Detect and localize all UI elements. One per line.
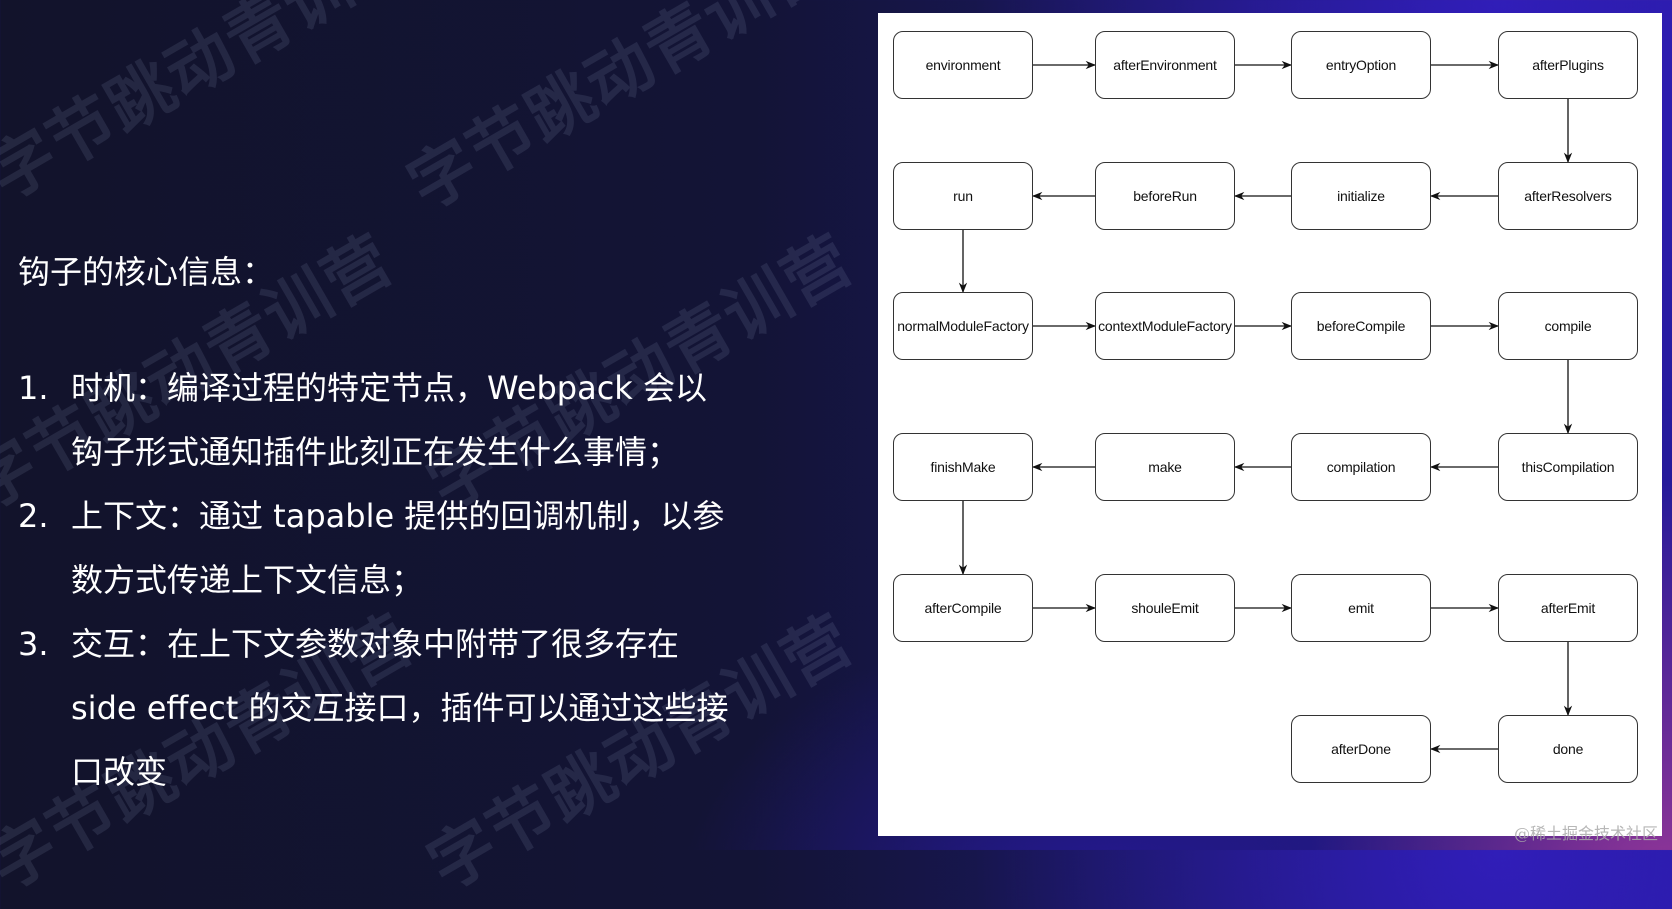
node-make: make [1095,433,1235,501]
node-beforeRun: beforeRun [1095,162,1235,230]
list-line: 时机：编译过程的特定节点，Webpack 会以 [71,369,707,407]
list-number: 3. [18,625,49,663]
node-normalModuleFactory: normalModuleFactory [893,292,1033,360]
node-beforeCompile: beforeCompile [1291,292,1431,360]
node-contextModuleFactory: contextModuleFactory [1095,292,1235,360]
node-afterPlugins: afterPlugins [1498,31,1638,99]
list-number: 1. [18,369,49,407]
node-afterDone: afterDone [1291,715,1431,783]
list-line: 钩子形式通知插件此刻正在发生什么事情； [71,433,680,471]
node-thisCompilation: thisCompilation [1498,433,1638,501]
hook-flow-diagram: environment afterEnvironment entryOption af… [878,13,1662,836]
node-initialize: initialize [1291,162,1431,230]
node-finishMake: finishMake [893,433,1033,501]
list-number: 2. [18,497,49,535]
list-line: 交互：在上下文参数对象中附带了很多存在 [71,625,680,663]
list-item: 1. 时机：编译过程的特定节点，Webpack 会以 钩子形式通知插件此刻正在发… [18,356,778,484]
node-afterResolvers: afterResolvers [1498,162,1638,230]
node-environment: environment [893,31,1033,99]
watermark: 字节跳动青训营 [395,0,847,226]
list-line: side effect 的交互接口，插件可以通过这些接 [71,689,729,727]
key-points-list: 1. 时机：编译过程的特定节点，Webpack 会以 钩子形式通知插件此刻正在发… [18,356,778,804]
node-afterEmit: afterEmit [1498,574,1638,642]
node-emit: emit [1291,574,1431,642]
node-done: done [1498,715,1638,783]
watermark: 字节跳动青训营 [0,0,427,216]
diagram-edges [958,60,1573,754]
node-compilation: compilation [1291,433,1431,501]
source-credit: @稀土掘金技术社区 [1513,824,1658,843]
node-shouleEmit: shouleEmit [1095,574,1235,642]
node-afterEnvironment: afterEnvironment [1095,31,1235,99]
node-afterCompile: afterCompile [893,574,1033,642]
list-line: 口改变 [71,753,168,791]
node-run: run [893,162,1033,230]
node-compile: compile [1498,292,1638,360]
list-line: 上下文：通过 tapable 提供的回调机制，以参 [71,497,725,535]
list-line: 数方式传递上下文信息； [71,561,424,599]
slide-text: 钩子的核心信息： 1. 时机：编译过程的特定节点，Webpack 会以 钩子形式… [18,250,778,804]
node-entryOption: entryOption [1291,31,1431,99]
slide-heading: 钩子的核心信息： [18,253,275,291]
list-item: 3. 交互：在上下文参数对象中附带了很多存在 side effect 的交互接口… [18,612,778,804]
list-item: 2. 上下文：通过 tapable 提供的回调机制，以参 数方式传递上下文信息； [18,484,778,612]
